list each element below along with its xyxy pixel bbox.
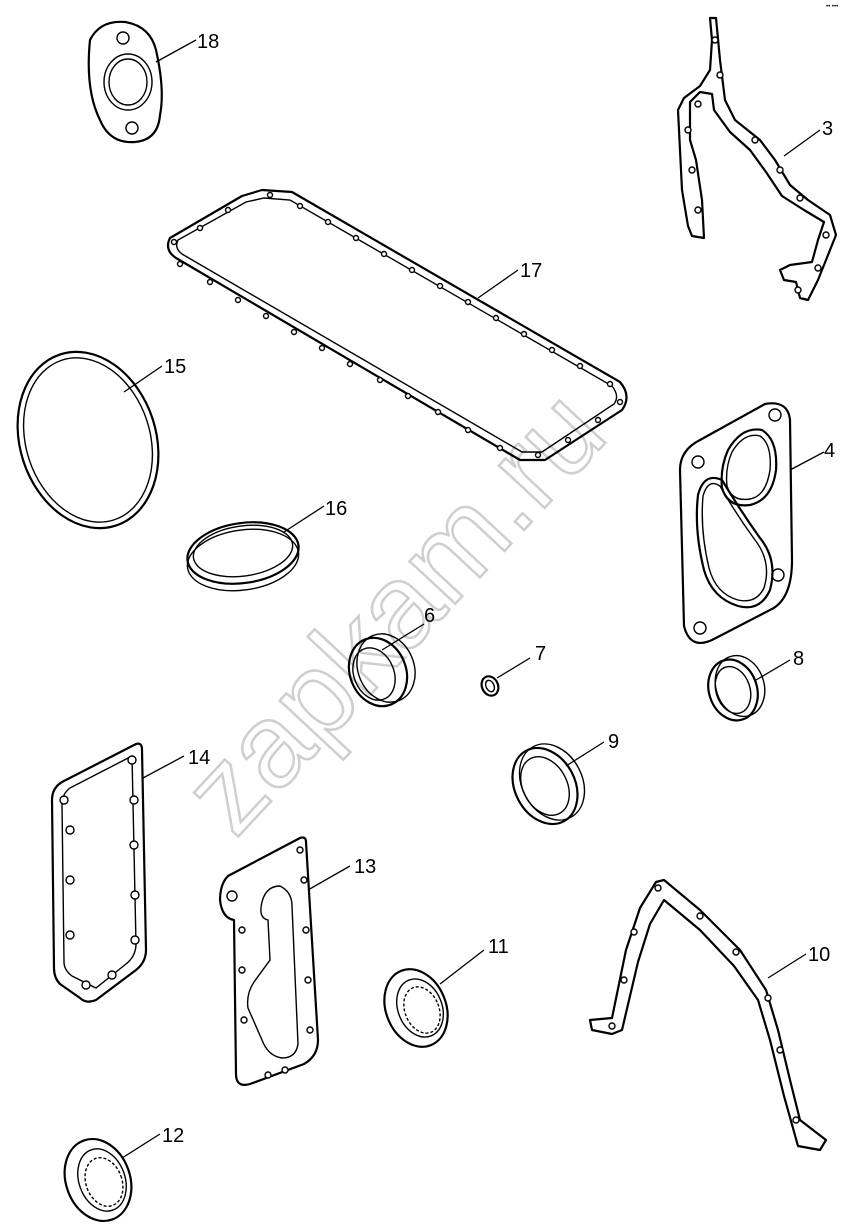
corner-mark: •• ••• [826,4,838,10]
part-18-gasket: 18 [87,20,219,144]
callout-11: 11 [488,936,509,958]
callout-12: 12 [162,1125,184,1147]
watermark: zapkam.ru [157,365,629,858]
callout-4: 4 [824,440,835,462]
part-8-seal: 8 [707,648,804,722]
part-7-oring: 7 [480,643,546,697]
callout-14: 14 [188,747,210,769]
part-4-gasket: 4 [678,402,835,644]
callout-9: 9 [608,731,619,753]
callout-15: 15 [164,356,186,378]
part-17-gasket: 17 [166,188,628,462]
callout-16: 16 [325,498,347,520]
part-13-gasket: 13 [218,836,376,1086]
callout-3: 3 [822,118,833,140]
callout-10: 10 [808,944,830,966]
part-3-gasket: 3 [676,16,838,302]
callout-7: 7 [535,643,546,665]
part-14-gasket: 14 [50,742,210,1003]
part-9-seal: 9 [511,731,619,826]
callout-18: 18 [197,31,219,53]
callout-17: 17 [520,260,542,282]
part-12-washer: 12 [63,1125,184,1223]
part-6-seal: 6 [347,605,435,708]
callout-13: 13 [354,856,376,878]
part-15-oring: 15 [16,350,186,530]
callout-8: 8 [793,648,804,670]
part-16-seal: 16 [186,498,347,592]
callout-6: 6 [424,605,435,627]
part-10-gasket: 10 [588,878,830,1152]
part-11-washer: 11 [383,936,509,1048]
